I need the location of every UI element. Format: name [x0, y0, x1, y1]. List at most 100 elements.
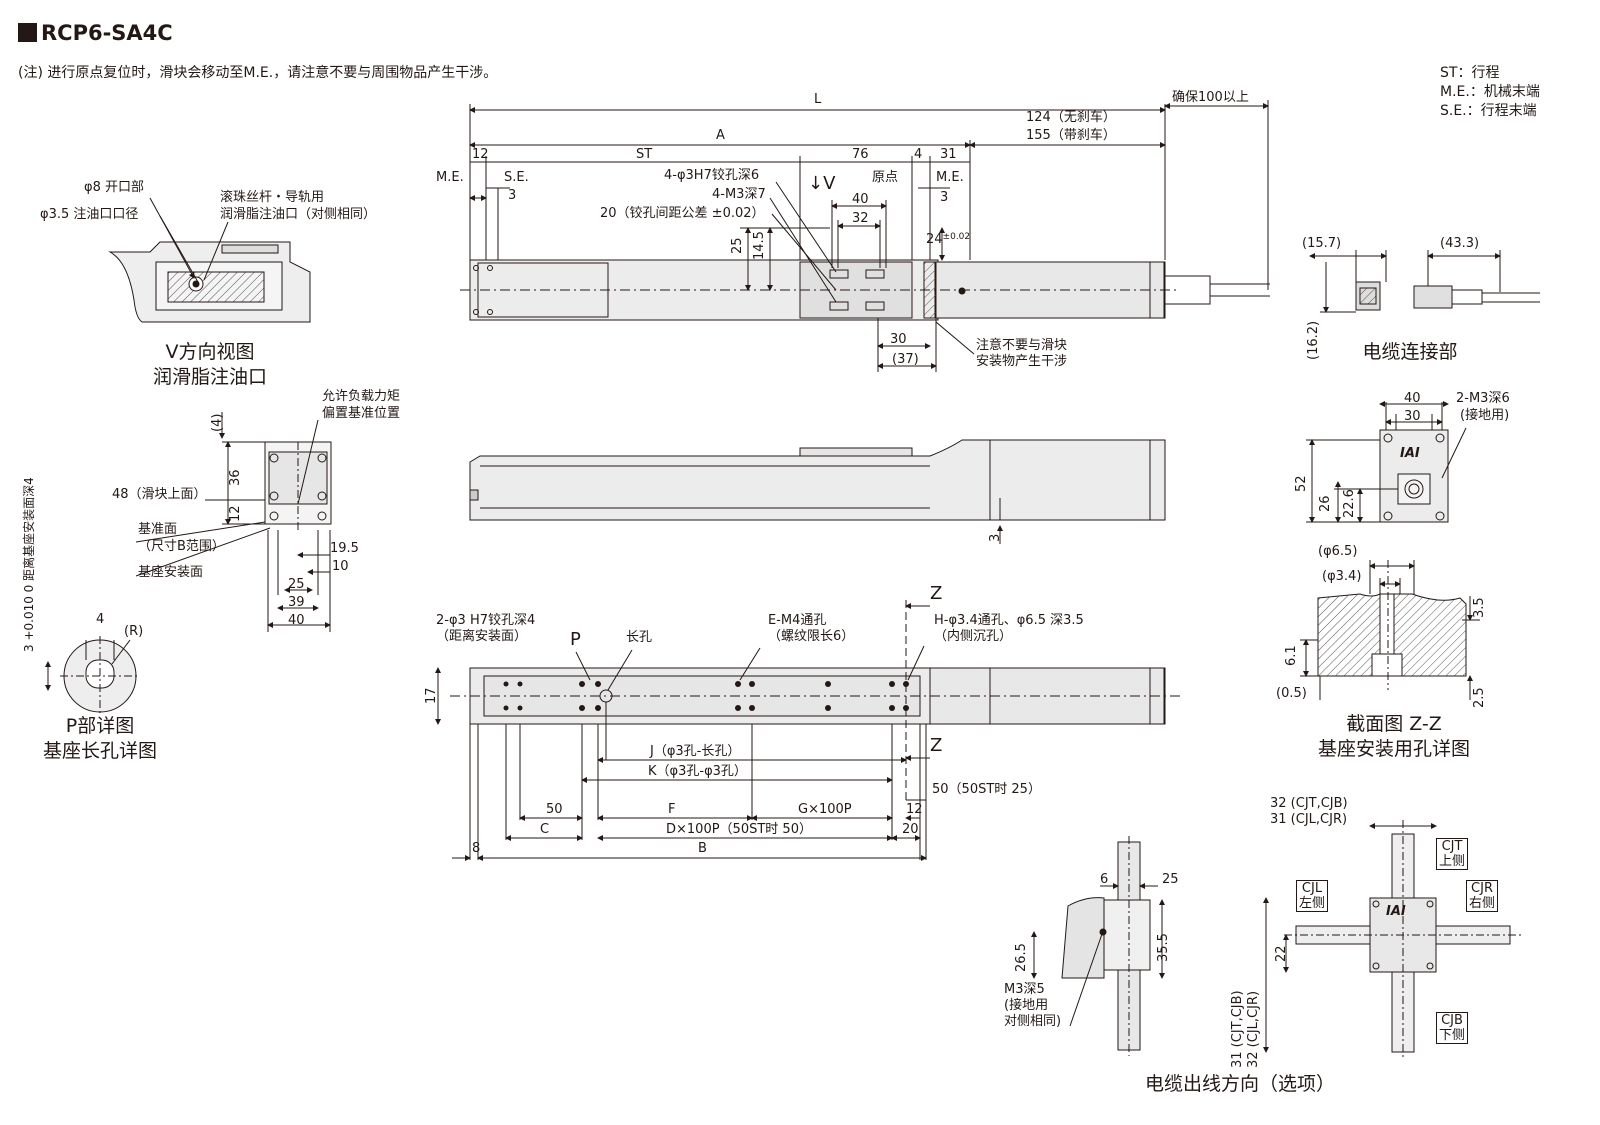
dim-19-5: 19.5: [330, 541, 359, 556]
dim-26: 26: [1318, 495, 1333, 512]
label-keep100: 确保100以上: [1172, 90, 1249, 105]
p-detail-drawing: [45, 636, 140, 716]
legend-me: M.E.：机械末端: [1440, 84, 1540, 100]
dim-31: 31: [940, 147, 957, 162]
label-ref-face2: （尺寸B范围）: [138, 539, 225, 554]
dim-J: J（φ3孔-长孔）: [650, 744, 741, 759]
dim-K: K（φ3孔-φ3孔）: [648, 764, 747, 779]
dim-12-top: 12: [472, 147, 489, 162]
label-m3-5c: 对侧相同): [1004, 1014, 1062, 1029]
label-arrow-v: ↓V: [808, 173, 836, 194]
label-tol20: 20（铰孔间距公差 ±0.02）: [600, 206, 765, 221]
dim-24-tol: ±0.02: [942, 232, 971, 242]
dim-32-cjl-v: 32 (CJL,CJR): [1246, 990, 1261, 1068]
dim-37: (37): [892, 352, 919, 367]
dim-C: C: [540, 822, 550, 837]
dim-39: 39: [288, 595, 305, 610]
iai-logo: IAI: [1400, 446, 1420, 461]
label-cjl-code: CJL: [1301, 881, 1323, 896]
label-m3-5a: M3深5: [1004, 982, 1045, 997]
label-base-face: 基座安装面: [138, 565, 204, 580]
label-hphib: （内侧沉孔）: [934, 629, 1013, 644]
dim-20: 20: [902, 822, 919, 837]
cable-exit-end-drawing: [1263, 820, 1522, 1060]
dim-4p: (4): [210, 413, 225, 432]
dim-40-side: 40: [288, 613, 305, 628]
label-se: S.E.: [504, 170, 529, 185]
dim-3-5: 3.5: [1472, 597, 1487, 618]
cable-connection-drawing: [1309, 250, 1540, 313]
label-Z-top: Z: [930, 583, 943, 604]
label-em4: E-M4通孔: [768, 613, 827, 628]
label-hphi: H-φ3.4通孔、φ6.5 深3.5: [934, 613, 1084, 628]
side-view-drawing: [469, 439, 1166, 544]
label-holes-h7: 4-φ3H7铰孔深6: [664, 168, 760, 183]
label-cjr-side: 右侧: [1469, 896, 1496, 911]
dim-L: L: [814, 92, 822, 107]
dim-36: 36: [228, 469, 243, 486]
dim-A: A: [716, 128, 725, 143]
legend-se: S.E.：行程末端: [1440, 103, 1537, 119]
dim-76: 76: [852, 147, 869, 162]
label-m3-7: 4-M3深7: [712, 187, 766, 202]
dim-phi6-5: (φ6.5): [1318, 544, 1358, 559]
dim-31-cjl: 31 (CJL,CJR): [1270, 812, 1348, 827]
section-zz-drawing: [1300, 560, 1480, 700]
label-ground: (接地用): [1460, 408, 1510, 423]
dim-25-cable: 25: [1162, 872, 1179, 887]
homing-note: (注) 进行原点复位时，滑块会移动至M.E.，请注意不要与周围物品产生干涉。: [18, 65, 498, 81]
p-detail-caption: P部详图 基座长孔详图: [30, 714, 170, 764]
label-caution1: 注意不要与滑块: [976, 338, 1068, 353]
label-phi3-h7b: （距离安装面）: [436, 629, 528, 644]
label-r: (R): [124, 624, 144, 639]
dim-6-1: 6.1: [1284, 645, 1299, 666]
label-depth4: 3 +0.010 0 距离基座安装面深4: [22, 477, 36, 652]
p-detail-caption-1: P部详图: [65, 715, 135, 737]
title-square-icon: [18, 23, 37, 42]
dim-22-6: 22.6: [1342, 489, 1357, 518]
dim-16-2: (16.2): [1306, 320, 1321, 360]
label-cjt-code: CJT: [1441, 839, 1463, 854]
cable-connection-caption: 电缆连接部: [1362, 341, 1458, 363]
top-view-drawing: [460, 100, 1270, 372]
label-cjt-side: 上侧: [1439, 854, 1466, 869]
dim-12-bottom: 12: [906, 802, 923, 817]
cable-exit-side-drawing: [1031, 836, 1165, 1056]
dim-40-top: 40: [852, 192, 869, 207]
dim-3-left: 3: [508, 188, 517, 203]
legend-st: ST：行程: [1440, 65, 1500, 81]
section-caption-2: 基座安装用孔详图: [1317, 738, 1470, 760]
dim-31-cjt-v: 31 (CJT,CJB): [1230, 990, 1245, 1068]
label-slot: 长孔: [626, 630, 653, 645]
label-load-ref1: 允许负载力矩: [322, 389, 401, 404]
dim-4-top: 4: [914, 147, 923, 162]
iai-logo-small: IAI: [1386, 904, 1406, 919]
dim-32-cjt: 32 (CJT,CJB): [1270, 796, 1348, 811]
dim-50: 50: [546, 802, 563, 817]
section-caption-1: 截面图 Z-Z: [1346, 713, 1442, 735]
dim-124: 124（无刹车）: [1026, 110, 1116, 125]
label-P: P: [570, 629, 581, 650]
dim-35-5: 35.5: [1156, 933, 1171, 962]
dim-30: 30: [890, 332, 907, 347]
label-grease-port: 润滑脂注油口（对侧相同）: [220, 207, 377, 222]
label-ballscrew: 滚珠丝杆・导轨用: [220, 190, 325, 205]
dim-0-5: (0.5): [1276, 686, 1307, 701]
dim-3-side: 3: [988, 533, 1003, 542]
dim-30-end: 30: [1404, 409, 1421, 424]
label-phi35: φ3.5 注油口口径: [40, 207, 139, 222]
dim-4-p: 4: [96, 612, 105, 627]
dim-24: 24±0.02: [926, 230, 970, 247]
v-view-caption: V方向视图 润滑脂注油口: [150, 340, 270, 390]
end-face-drawing: [1306, 401, 1467, 523]
label-slider48: 48（滑块上面）: [112, 487, 207, 502]
dim-phi3-4: (φ3.4): [1322, 569, 1362, 584]
dim-6-cable: 6: [1100, 872, 1109, 887]
label-me-left: M.E.: [436, 170, 464, 185]
legend: ST：行程 M.E.：机械末端 S.E.：行程末端: [1440, 64, 1540, 121]
label-em4b: （螺纹限长6）: [768, 629, 855, 644]
dim-8: 8: [472, 841, 481, 856]
